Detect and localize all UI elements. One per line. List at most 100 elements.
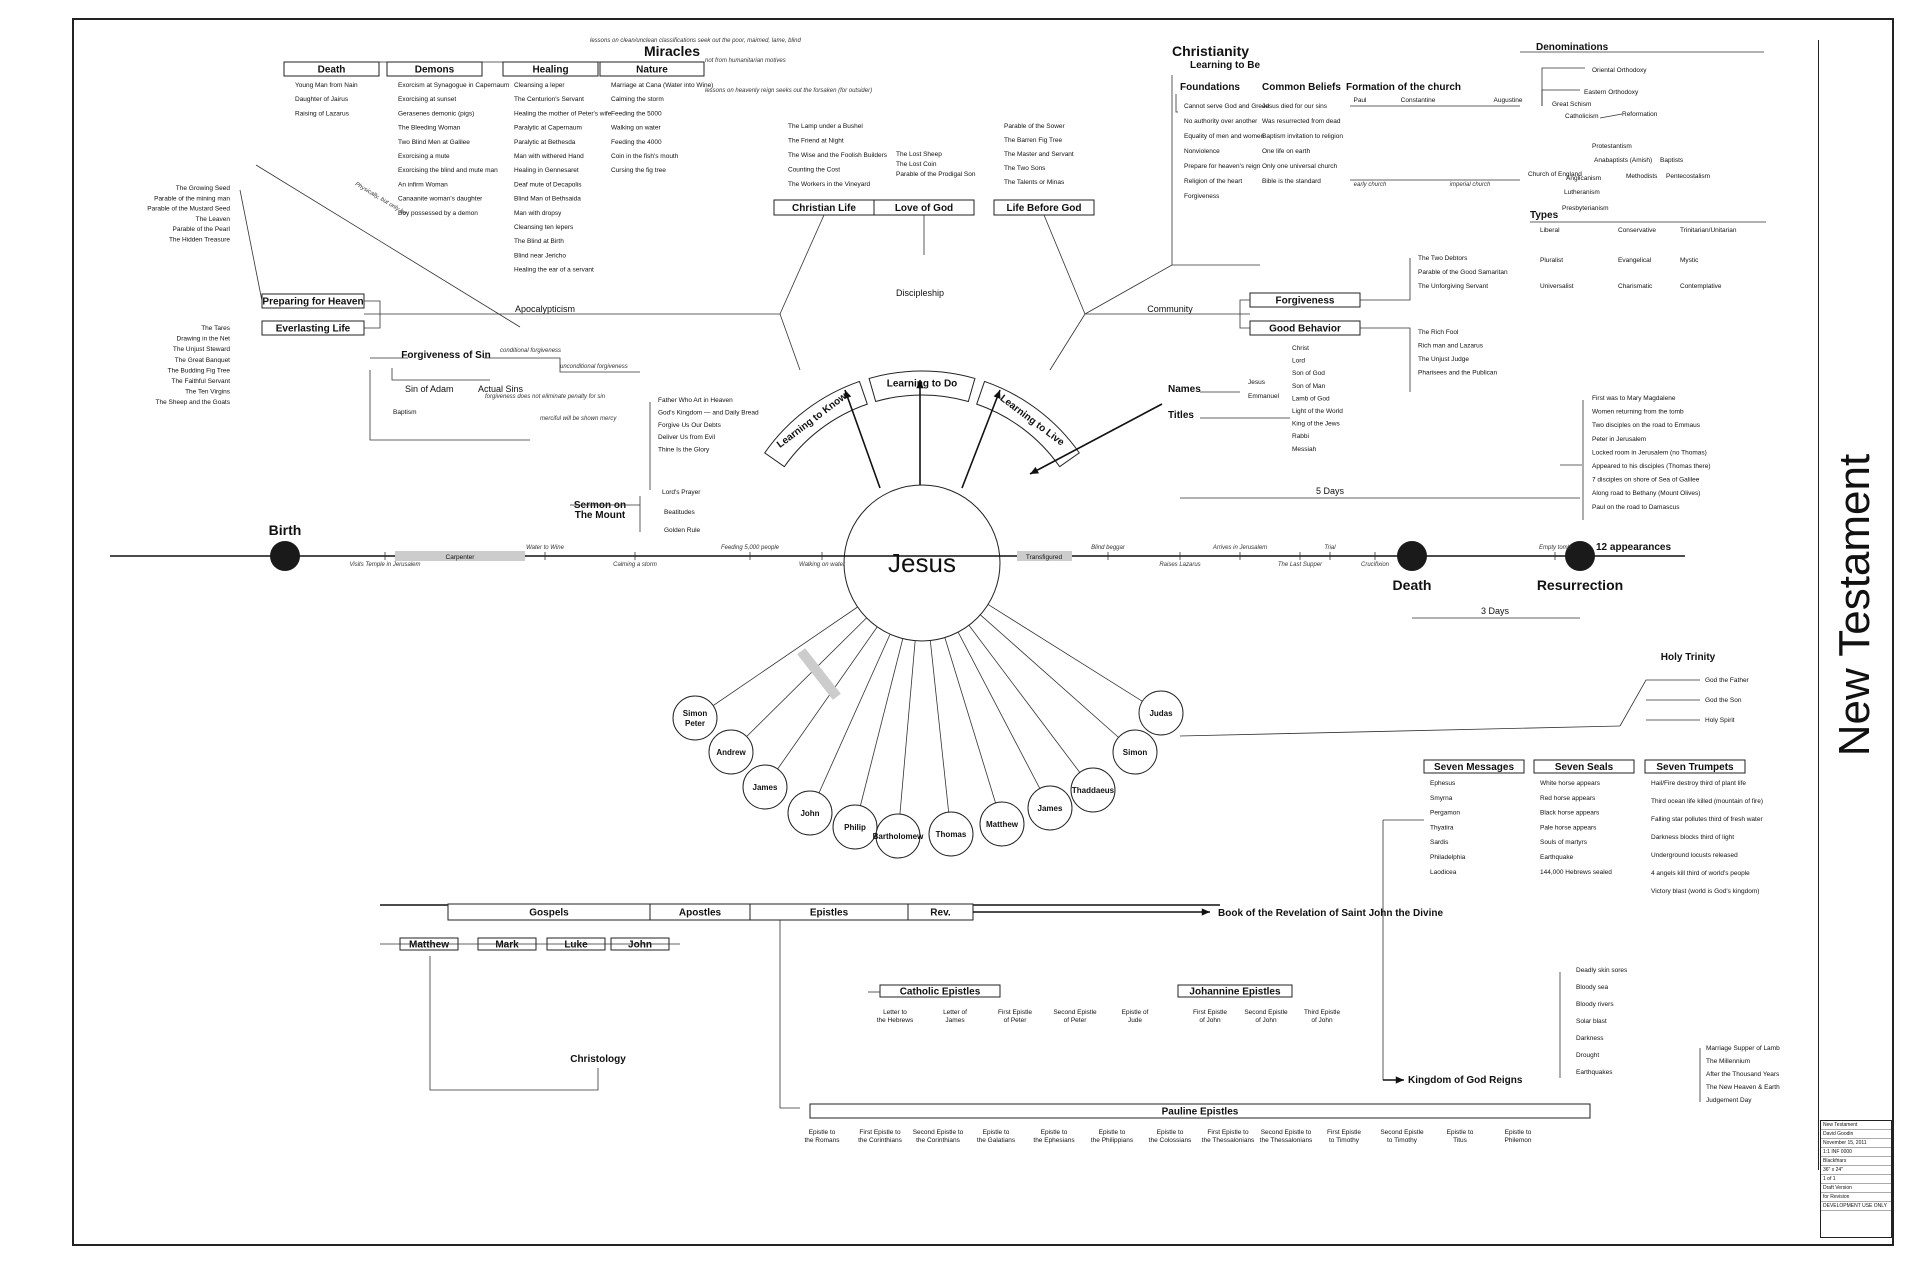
apostle-circle bbox=[1138, 690, 1184, 736]
arrow-to-live-head bbox=[993, 390, 1001, 399]
miracle-healing-item: Paralytic at Capernaum bbox=[514, 125, 582, 132]
seven-trumpets-item: Hail/Fire destroy third of plant life bbox=[1651, 780, 1746, 787]
transfigured-label: Transfigured bbox=[1026, 554, 1063, 561]
seven-messages-title: Seven Messages bbox=[1434, 762, 1514, 773]
title-block-row: 1:1 INF 0000 bbox=[1821, 1148, 1891, 1157]
pauline-epistle: First Epistle to bbox=[859, 1129, 901, 1136]
title-item: Son of God bbox=[1292, 370, 1325, 377]
common-belief-item: Baptism invitation to religion bbox=[1262, 133, 1343, 140]
catholic-epistle: Second Epistle bbox=[1053, 1009, 1097, 1016]
miracle-healing-item: Man with withered Hand bbox=[514, 153, 584, 160]
christianity-title: Christianity bbox=[1172, 43, 1249, 59]
christian-life-title: Christian Life bbox=[792, 203, 856, 214]
common-belief-item: Jesus died for our sins bbox=[1262, 103, 1328, 110]
parable-everlasting-item: The Sheep and the Goats bbox=[156, 399, 231, 406]
pauline-epistle: the Ephesians bbox=[1033, 1137, 1075, 1144]
seven-trumpets-box bbox=[1644, 759, 1746, 774]
apostle-name: Simon bbox=[683, 709, 708, 718]
fsin-note-1: conditional forgiveness bbox=[500, 348, 561, 354]
community-label: Community bbox=[1147, 304, 1193, 314]
parable-everlasting-item: The Tares bbox=[201, 325, 231, 332]
name-item: Jesus bbox=[1248, 379, 1266, 386]
title-item: Christ bbox=[1292, 345, 1309, 352]
pauline-epistle: the Thessalonians bbox=[1260, 1137, 1313, 1144]
parable-heaven-item: Parable of the mining man bbox=[154, 195, 230, 202]
fsin-note-2: unconditional forgiveness bbox=[560, 364, 628, 370]
live-link bbox=[1049, 313, 1086, 371]
five-days-label: 5 Days bbox=[1316, 486, 1345, 496]
apostle-spoke bbox=[764, 626, 878, 788]
timeline-event: Walking on water bbox=[799, 562, 846, 568]
catholic-epistles-title: Catholic Epistles bbox=[900, 987, 981, 998]
carpenter-label: Carpenter bbox=[446, 554, 476, 561]
miracle-death-item: Young Man from Nain bbox=[295, 82, 358, 89]
denomination-item: Church of England bbox=[1528, 171, 1582, 178]
seven-trumpets-item: Underground locusts released bbox=[1651, 852, 1738, 859]
parable-link bbox=[239, 189, 263, 302]
formation-era: imperial church bbox=[1450, 182, 1491, 188]
holy-trinity-title: Holy Trinity bbox=[1661, 652, 1716, 663]
miracle-demons-item: An infirm Woman bbox=[398, 181, 448, 188]
life-before-god-item: Parable of the Sower bbox=[1004, 123, 1066, 130]
apostle-name: Matthew bbox=[986, 820, 1019, 829]
miracles-side-note: not from humanitarian motives bbox=[705, 58, 786, 64]
denomination-item: Baptists bbox=[1660, 157, 1684, 164]
catholic-epistle: of Peter bbox=[1064, 1017, 1088, 1024]
catholic-epistle: James bbox=[945, 1017, 965, 1024]
seven-trumpets-item: Third ocean life killed (mountain of fir… bbox=[1651, 798, 1763, 805]
apostle-circle bbox=[672, 695, 718, 741]
learning-to-live-label: Learning to Live bbox=[998, 393, 1067, 449]
denomination-item: Presbyterianism bbox=[1562, 205, 1609, 212]
type-item: Pluralist bbox=[1540, 257, 1563, 264]
christianity-subtitle: Learning to Be bbox=[1190, 60, 1260, 71]
miracle-healing-item: Blind Man of Bethsaida bbox=[514, 196, 581, 203]
johannine-epistles-title: Johannine Epistles bbox=[1189, 987, 1281, 998]
parable-heaven-item: Parable of the Mustard Seed bbox=[147, 206, 230, 213]
names-title: Names bbox=[1168, 384, 1201, 395]
rev-title: Rev. bbox=[930, 908, 951, 919]
arrow-to-live bbox=[961, 389, 1001, 489]
denomination-item: Great Schism bbox=[1552, 101, 1591, 108]
apostle-circle bbox=[832, 804, 878, 850]
timeline-event: Empty tomb bbox=[1539, 545, 1572, 551]
catholic-epistles-box bbox=[879, 984, 1001, 998]
types-title: Types bbox=[1530, 210, 1559, 221]
foundation-item: No authority over another bbox=[1184, 118, 1258, 125]
bowl-item: Earthquakes bbox=[1576, 1069, 1613, 1076]
christian-life-item: The Friend at Night bbox=[788, 138, 844, 145]
foundation-item: Nonviolence bbox=[1184, 148, 1220, 155]
pauline-epistle: to Timothy bbox=[1329, 1137, 1360, 1144]
seven-trumpets-title: Seven Trumpets bbox=[1656, 762, 1734, 773]
fsin-lower-bracket bbox=[369, 370, 530, 441]
miracle-nature-item: Coin in the fish's mouth bbox=[611, 153, 679, 160]
pauline-epistle: to Timothy bbox=[1387, 1137, 1418, 1144]
title-item: Lord bbox=[1292, 358, 1305, 365]
appearance-item: Two disciples on the road to Emmaus bbox=[1592, 422, 1701, 429]
names-arrow-head bbox=[1030, 466, 1039, 474]
title-item: King of the Jews bbox=[1292, 421, 1340, 428]
beatitudes: Beatitudes bbox=[664, 509, 695, 516]
seven-seals-item: Souls of martyrs bbox=[1540, 839, 1588, 846]
bowl-item: Darkness bbox=[1576, 1035, 1604, 1042]
golden-rule: Golden Rule bbox=[664, 527, 701, 534]
title-item: Light of the World bbox=[1292, 408, 1343, 415]
formation-title: Formation of the church bbox=[1346, 82, 1461, 93]
timeline-event: Water to Wine bbox=[526, 545, 565, 551]
life-before-god-item: The Two Sons bbox=[1004, 165, 1046, 172]
bowl-item: Deadly skin sores bbox=[1576, 967, 1628, 974]
timeline-event: Crucifixion bbox=[1361, 562, 1390, 568]
timeline-event: Raises Lazarus bbox=[1159, 562, 1200, 568]
seven-trumpets-item: Darkness blocks third of light bbox=[1651, 834, 1734, 841]
parable-heaven-item: Parable of the Pearl bbox=[173, 226, 231, 233]
death-dot bbox=[1397, 541, 1427, 571]
parable-everlasting-item: The Budding Fig Tree bbox=[167, 367, 230, 374]
denomination-item: Lutheranism bbox=[1564, 189, 1600, 196]
appearance-item: Peter in Jerusalem bbox=[1592, 436, 1646, 443]
seven-seals-box bbox=[1533, 759, 1635, 774]
christology-label: Christology bbox=[570, 1054, 626, 1065]
bowl-item: Solar blast bbox=[1576, 1018, 1607, 1025]
type-item: Mystic bbox=[1680, 257, 1699, 264]
timeline-event: Feeding 5,000 people bbox=[721, 545, 780, 551]
apostle-spoke bbox=[987, 604, 1162, 714]
johannine-epistle: of John bbox=[1311, 1017, 1333, 1024]
